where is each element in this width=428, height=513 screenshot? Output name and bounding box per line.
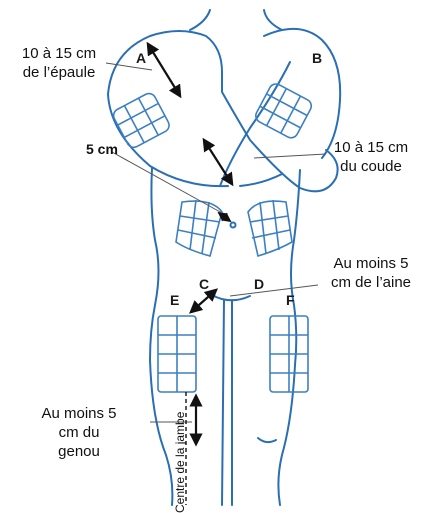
shoulder-label-line1: 10 à 15 cm — [6, 44, 112, 63]
leg-center-label: Centre de la jambe — [171, 383, 190, 513]
groin-label-line2: cm de l’aine — [316, 273, 426, 292]
knee-label-line3: genou — [10, 442, 148, 461]
elbow-label: 10 à 15 cm du coude — [318, 138, 424, 176]
groin-label: Au moins 5 cm de l’aine — [316, 254, 426, 292]
arm-b-inner — [220, 62, 290, 186]
grid-zone-f — [270, 316, 308, 392]
knee-label-line1: Au moins 5 — [10, 404, 148, 423]
knee-label-line2: cm du — [10, 423, 148, 442]
leader-navel — [112, 152, 222, 213]
groin-distance-arrow — [191, 290, 216, 312]
neck-right-line — [264, 10, 282, 30]
grid-zone-e — [158, 316, 196, 392]
navel — [231, 223, 236, 228]
leg-inner-left — [222, 300, 224, 505]
zone-d-label: D — [254, 276, 264, 292]
groin-label-line1: Au moins 5 — [316, 254, 426, 273]
shoulder-label: 10 à 15 cm de l’épaule — [6, 44, 112, 82]
grid-zone-c — [176, 200, 222, 256]
leg-right-outer — [278, 365, 295, 505]
zone-a-label: A — [136, 50, 146, 66]
zone-e-label: E — [170, 292, 179, 308]
knee-label: Au moins 5 cm du genou — [10, 404, 148, 461]
grid-zone-a — [111, 91, 171, 150]
zone-b-label: B — [312, 50, 322, 66]
elbow-distance-arrow — [204, 140, 232, 184]
shoulder-label-line2: de l’épaule — [6, 63, 112, 82]
leg-left-outer — [150, 360, 172, 505]
arm-b-lower — [240, 174, 282, 186]
zone-c-label: C — [199, 276, 209, 292]
leader-groin — [230, 285, 318, 296]
knee-right — [258, 438, 276, 442]
grid-zone-d — [248, 200, 292, 256]
navel-label: 5 cm — [86, 140, 118, 159]
neck-left-line — [190, 10, 210, 30]
elbow-label-line1: 10 à 15 cm — [318, 138, 424, 157]
elbow-label-line2: du coude — [318, 157, 424, 176]
zone-f-label: F — [286, 292, 295, 308]
shoulder-distance-arrow — [148, 44, 180, 96]
